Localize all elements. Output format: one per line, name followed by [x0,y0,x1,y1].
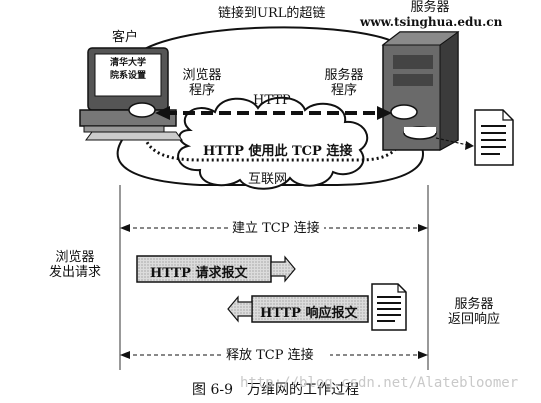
server-response-label: 服务器 返回响应 [447,297,500,327]
client-computer [79,47,183,141]
response-message-label: HTTP 响应报文 [260,306,358,321]
internet-label: 互联网 [248,172,288,187]
http-arrowhead-right [377,106,392,120]
hyperlink-loop [116,119,424,186]
client-screen-content: 清华大学 院系设置 [96,58,160,81]
figure-caption: 图 6-9 万维网的工作过程 [192,382,359,398]
response-arrow [227,295,253,323]
server-program-node [390,104,418,120]
http-label: HTTP [253,93,291,108]
screen-line-1: 清华大学 [109,58,146,68]
tcp-connection-label: HTTP 使用此 TCP 连接 [203,144,353,159]
release-tcp-label: 释放 TCP 连接 [226,348,314,363]
web-document-icon [474,109,514,166]
request-arrow [270,255,296,283]
hyperlink-label: 链接到URL的超链 [218,6,326,21]
browser-program-label: 浏览器 程序 [182,68,222,98]
internet-cloud [177,96,369,190]
server-tower [381,31,460,151]
establish-tcp-label: 建立 TCP 连接 [232,221,320,236]
request-message-label: HTTP 请求报文 [150,266,248,281]
server-label: 服务器 [410,0,450,15]
http-arrowhead-left [155,106,170,120]
browser-program-node [128,102,156,118]
watermark: http://blog.csdn.net/Alatebloomer [240,375,519,391]
hyperlink-arc [134,26,401,56]
server-url: www.tsinghua.edu.cn [360,15,503,29]
server-program-label: 服务器 程序 [324,68,364,98]
browser-request-label: 浏览器 发出请求 [48,250,101,280]
screen-line-2: 院系设置 [109,71,146,81]
response-document-icon [371,283,407,331]
release-arrow-left [120,351,130,359]
release-arrow-right [418,351,428,359]
client-label: 客户 [112,30,139,45]
establish-arrow-left [120,224,130,232]
establish-arrow-right [418,224,428,232]
request-message-box [136,255,272,283]
